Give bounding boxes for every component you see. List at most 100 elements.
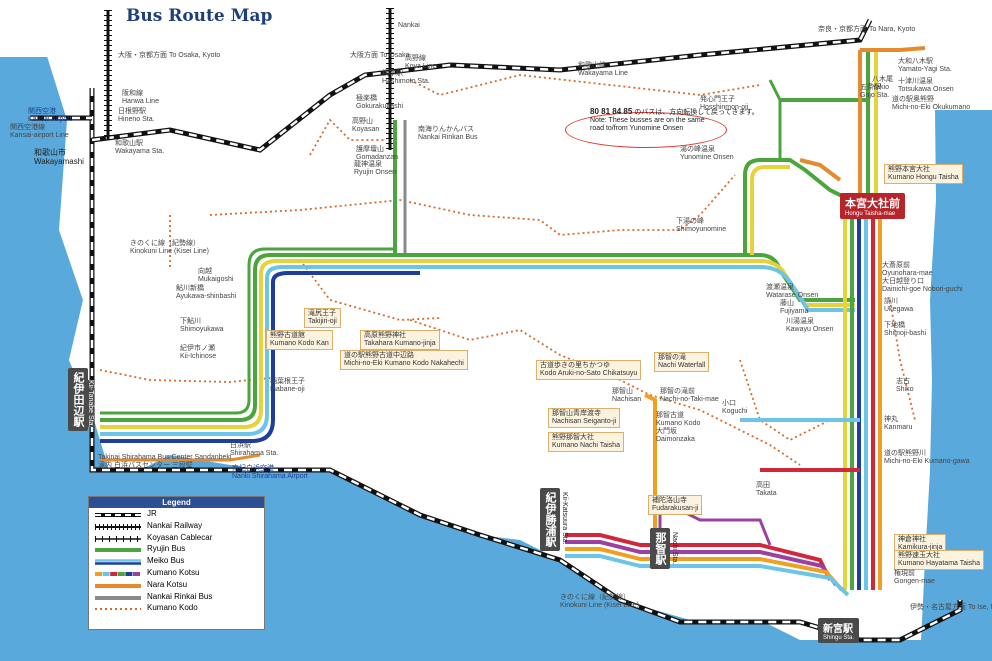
- legend-label: Nara Kotsu: [147, 579, 188, 589]
- wakayama-line-label: 和歌山線 Wakayama Line: [578, 62, 628, 77]
- legend-label: Meiko Bus: [147, 556, 185, 566]
- kii-tanabe-label: 紀伊田辺駅: [72, 372, 84, 427]
- place-kiichinose[interactable]: 紀伊市ノ瀬 Kii-Ichinose: [180, 345, 217, 360]
- legend-item: Meiko Bus: [89, 555, 264, 567]
- place-gokurakubashi[interactable]: 極楽橋 Gokurakubashi: [356, 95, 404, 110]
- hineno-station[interactable]: 日根野駅 Hineno Sta.: [118, 108, 155, 123]
- place-yunomine[interactable]: 湯の峰温泉 Yunomine Onsen: [680, 146, 734, 161]
- place-yakio[interactable]: 八木尾 Yakio: [872, 76, 893, 91]
- place-nakahechi[interactable]: 道の駅熊野古道中辺路 Michi-no-Eki Kumano Kodo Naka…: [340, 350, 468, 370]
- legend-swatch: [95, 513, 141, 517]
- place-fudarakusan[interactable]: 補陀洛山寺 Fudarakusan-ji: [648, 495, 703, 515]
- wakayamashi-station[interactable]: 和歌山市 Wakayamashi: [34, 148, 84, 166]
- place-ryujin[interactable]: 龍神温泉 Ryujin Onsen: [354, 161, 397, 176]
- direction-osaka-kyoto: 大阪・京都方面 To Osaka, Kyoto: [118, 52, 221, 59]
- hashimoto-station[interactable]: 橋本駅 Hashimoto Sta.: [382, 70, 430, 85]
- note-en: Note: These busses are on the same road …: [590, 117, 705, 132]
- kii-tanabe-station[interactable]: 紀伊田辺駅: [68, 368, 88, 431]
- legend-title: Legend: [89, 497, 264, 508]
- legend-label: JR: [147, 509, 157, 518]
- kisei-line-label-south: きのくに線（紀勢線） Kinokuni Line (Kisei Line): [560, 594, 639, 609]
- place-totsukawa[interactable]: 十津川温泉 Totsukawa Onsen: [898, 78, 954, 93]
- kansai-airport-station[interactable]: 関西空港 Kansai Airport: [28, 108, 72, 123]
- nankai-railway: [104, 8, 394, 150]
- place-fujiyama[interactable]: 藤山 Fujiyama: [780, 300, 809, 315]
- place-koyasan[interactable]: 高野山 Koyasan: [352, 118, 380, 133]
- place-shimoyukawa[interactable]: 下鮎川 Shimoyukawa: [180, 318, 224, 333]
- note-circle: [565, 112, 727, 148]
- legend-swatch: [95, 608, 141, 611]
- kii-tanabe-en: Kii-Tanabe Sta.: [86, 380, 94, 428]
- place-kawayu[interactable]: 川湯温泉 Kawayu Onsen: [786, 318, 834, 333]
- place-kodokan[interactable]: 熊野古道館 Kumano Kodo Kan: [266, 330, 333, 350]
- place-nachi-waterfall[interactable]: 那智の滝 Nachi Waterfall: [654, 352, 710, 372]
- place-takisiri-shirahama[interactable]: Takinai Shirahama Bus Center Sandanbeki …: [98, 454, 232, 469]
- place-daimonzaka[interactable]: 大門坂 Daimonzaka: [656, 428, 695, 443]
- nachi-station[interactable]: 那智駅: [650, 528, 670, 569]
- legend-label: Kumano Kodo: [147, 603, 198, 613]
- place-hayatama[interactable]: 熊野速玉大社 Kumano Hayatama Taisha: [894, 550, 984, 570]
- place-shiko[interactable]: 志古 Shiko: [896, 378, 914, 393]
- place-koguchi[interactable]: 小口 Koguchi: [722, 400, 748, 415]
- place-takata[interactable]: 高田 Takata: [756, 482, 777, 497]
- direction-osaka: 大阪方面 To Osaka: [350, 52, 410, 59]
- place-gomadanzan[interactable]: 護摩壇山 Gomadanzan: [356, 146, 399, 161]
- shingu-label: 新宮駅: [823, 624, 853, 635]
- legend-swatch: [95, 571, 140, 576]
- place-ayukawa[interactable]: 鮎川新橋 Ayukawa-shinbashi: [176, 285, 237, 300]
- place-shimojibashi[interactable]: 下地橋 Shimoji-bashi: [884, 322, 927, 337]
- kii-katsuura-en: Kii-Katsuura Sta.: [561, 492, 568, 545]
- shirahama-airport-station[interactable]: 南紀白浜空港 Nanki Shirahama Airport: [232, 465, 308, 480]
- gojo-station[interactable]: 五条駅 Gojo Sta.: [860, 84, 890, 99]
- place-chikatsuyu[interactable]: 古道歩きの里ちかつゆ Kodo Aruki-no-Sato Chikatsuyu: [536, 360, 642, 380]
- shirahama-station[interactable]: 白浜駅 Shirahama Sta.: [230, 442, 279, 457]
- legend-item: Kumano Kotsu: [89, 567, 264, 579]
- place-dainichi[interactable]: 大日越登り口 Dainichi-goe Nobori-guchi: [882, 278, 963, 293]
- kii-katsuura-station[interactable]: 紀伊勝浦駅: [540, 488, 560, 551]
- place-kumano-nachi[interactable]: 熊野那智大社 Kumano Nachi Taisha: [548, 432, 624, 452]
- place-michinoeki-okumumano[interactable]: 道の駅奥熊野 Michi-no-Eki Okukumano: [892, 96, 971, 111]
- note-jp: のバスは、方向転換して戻ってきます。: [634, 109, 759, 116]
- place-mukaigoshi[interactable]: 向越 Mukaigoshi: [198, 268, 234, 283]
- wakayama-station[interactable]: 和歌山駅 Wakayama Sta.: [115, 140, 165, 155]
- place-takijiri[interactable]: 滝尻王子 Takijiri-oji: [304, 308, 341, 328]
- legend-item: JR: [89, 508, 264, 520]
- place-ukegawa[interactable]: 請川 Ukegawa: [884, 298, 914, 313]
- place-seigantoji[interactable]: 那智山青岸渡寺 Nachisan Seiganto-ji: [548, 408, 621, 428]
- shingu-en: Shingu Sta.: [823, 635, 855, 641]
- note-text: 80 81 84 85 のバスは、方向転換して戻ってきます。 Note: The…: [590, 108, 759, 133]
- place-kumanogawa[interactable]: 道の駅熊野川 Michi-no-Eki Kumano-gawa: [884, 450, 970, 465]
- place-kumano-hongu-taisha[interactable]: 熊野本宮大社 Kumano Hongu Taisha: [884, 164, 963, 184]
- legend-item: Nara Kotsu: [89, 579, 264, 591]
- koya-line-label: 高野線 Koya Line: [405, 55, 437, 70]
- place-takahara[interactable]: 高原熊野神社 Takahara Kumano-jinja: [360, 330, 440, 350]
- legend-swatch: [95, 595, 141, 600]
- place-wataraze[interactable]: 渡瀬温泉 Watarase Onsen: [766, 284, 819, 299]
- legend-swatch: [95, 535, 141, 542]
- nankai-label: Nankai: [398, 22, 420, 29]
- coast-white: [0, 55, 140, 471]
- place-oyunohara[interactable]: 大斎原前 Oyunohara-mae: [882, 262, 933, 277]
- place-kanmaru[interactable]: 神丸 Kanmaru: [884, 416, 913, 431]
- place-nachisan[interactable]: 那智山 Nachisan: [612, 388, 642, 403]
- yunomine-routes: [743, 46, 926, 255]
- note-routes: 80 81 84 85: [590, 107, 633, 116]
- place-nachinotaki[interactable]: 那智の滝前 Nachi-no-Taki-mae: [660, 388, 719, 403]
- legend-label: Nankai Rinkai Bus: [147, 591, 213, 601]
- nankai-rinkan-label: 南海りんかんバス Nankai Rinkan Bus: [418, 126, 478, 141]
- place-inabane[interactable]: 稲葉根王子 Inabane-oji: [270, 378, 305, 393]
- shingu-katsuura-routes: [565, 393, 860, 597]
- kii-katsuura-label: 紀伊勝浦駅: [544, 492, 556, 547]
- place-gongen[interactable]: 権現前 Gongen-mae: [894, 570, 935, 585]
- place-yamato-yagi[interactable]: 大和八木駅 Yamato-Yagi Sta.: [898, 58, 952, 73]
- legend-label: Kumano Kotsu: [147, 567, 200, 577]
- place-kumanokodo[interactable]: 那智古道 Kumano Kodo: [656, 412, 701, 427]
- place-shimoyunomine[interactable]: 下湯の峰 Shimoyunomine: [676, 218, 727, 233]
- legend-label: Ryujin Bus: [147, 544, 186, 554]
- legend-swatch: [95, 583, 141, 588]
- legend-label: Koyasan Cablecar: [147, 532, 213, 542]
- place-hosshinmon[interactable]: 発心門王子 Hosshinmon-oji: [700, 96, 749, 111]
